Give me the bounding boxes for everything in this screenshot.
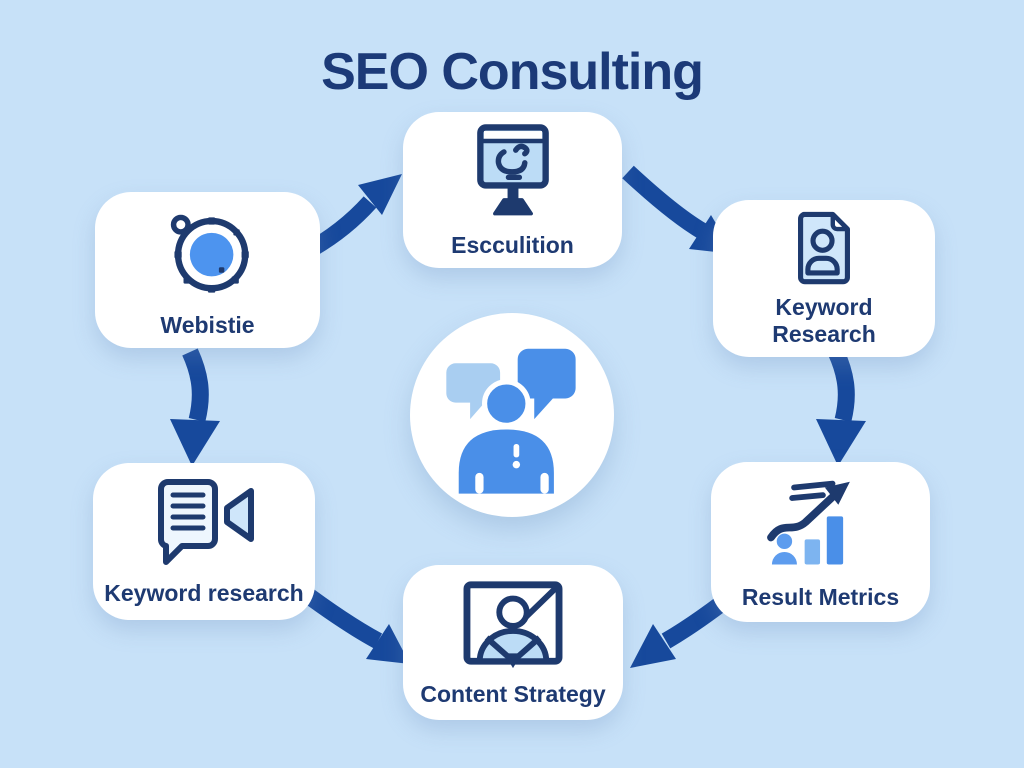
node-card-keyword-research: Keyword Research bbox=[713, 200, 935, 357]
node-card-keyword-research-2: Keyword research bbox=[93, 463, 315, 620]
node-label-website: Webistie bbox=[160, 311, 255, 338]
arrow-website-to-execution bbox=[301, 174, 402, 260]
node-label-keyword-research-2: Keyword research bbox=[104, 580, 304, 607]
node-card-website: Webistie bbox=[95, 192, 320, 348]
center-badge bbox=[410, 313, 614, 517]
porthole-icon bbox=[170, 214, 249, 293]
node-label-result-metrics: Result Metrics bbox=[741, 583, 900, 610]
node-card-content-strategy: Content Strategy bbox=[403, 565, 623, 720]
node-card-execution: Escculition bbox=[403, 112, 622, 268]
monitor-icon bbox=[476, 124, 549, 216]
node-card-result-metrics: Result Metrics bbox=[711, 462, 930, 622]
consultant-speech-bubbles-icon bbox=[446, 348, 576, 494]
node-label-content-strategy: Content Strategy bbox=[420, 681, 606, 708]
node-label-execution: Escculition bbox=[451, 231, 574, 258]
document-person-icon bbox=[798, 211, 850, 285]
page-title: SEO Consulting bbox=[321, 43, 704, 101]
growth-chart-icon bbox=[766, 480, 850, 565]
arrow-website-to-keyword-research-2 bbox=[170, 348, 220, 466]
node-label-keyword-research: Keyword Research bbox=[772, 294, 876, 347]
chat-document-megaphone-icon bbox=[158, 479, 254, 566]
arrow-keyword-research-2-to-content-strategy bbox=[292, 581, 410, 664]
arrow-keyword-research-to-result-metrics bbox=[816, 348, 866, 466]
presenter-frame-icon bbox=[463, 581, 563, 669]
